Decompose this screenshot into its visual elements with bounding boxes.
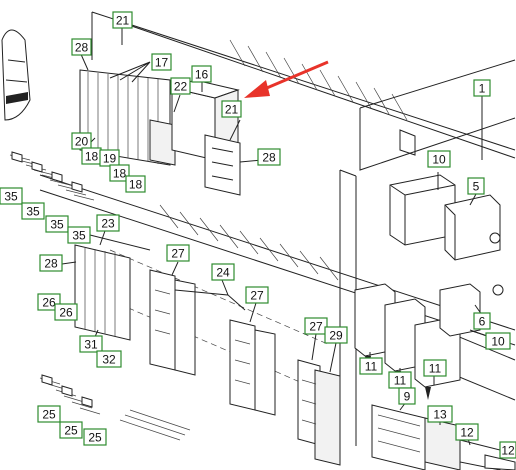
rail-slots-top [229,39,408,121]
callout-25-c: 25 [83,428,107,446]
modules-bottom-right [371,404,516,470]
svg-text:18: 18 [113,167,127,181]
fuse-block-lower [74,244,131,341]
callout-27-b: 27 [245,286,269,304]
terminal-spades-25 [39,374,191,441]
svg-text:18: 18 [85,150,99,164]
callout-18-a: 18 [81,147,102,165]
svg-text:21: 21 [116,14,130,28]
callout-21-top: 21 [112,11,133,29]
callout-29: 29 [324,326,348,344]
callout-1: 1 [473,79,491,97]
callout-17: 17 [151,53,172,71]
callout-35-b: 35 [21,202,45,220]
relays-right [354,174,504,400]
callout-23: 23 [96,214,120,232]
callout-12: 12 [455,423,479,441]
svg-text:11: 11 [365,360,378,374]
rail-slots-middle [159,204,339,281]
callout-11-a: 11 [359,357,383,375]
svg-text:6: 6 [479,315,486,329]
svg-text:28: 28 [262,151,276,165]
svg-text:31: 31 [84,338,98,352]
svg-text:5: 5 [473,180,480,194]
callout-19: 19 [99,149,120,167]
svg-text:18: 18 [129,178,143,192]
svg-text:24: 24 [216,266,230,280]
svg-text:27: 27 [250,289,264,303]
callout-32: 32 [96,350,122,368]
callout-35-c: 35 [45,215,69,233]
callout-25-b: 25 [59,421,83,439]
svg-text:27: 27 [171,247,185,261]
svg-text:10: 10 [432,153,446,167]
callout-13: 13 [427,405,453,423]
callout-27-c: 27 [304,317,328,335]
svg-text:12: 12 [460,426,474,440]
callout-9: 9 [398,387,416,405]
callout-5: 5 [467,177,485,195]
svg-text:17: 17 [155,56,169,70]
svg-text:26: 26 [59,306,73,320]
svg-text:11: 11 [394,374,407,388]
svg-text:26: 26 [42,296,56,310]
svg-text:22: 22 [174,80,188,94]
svg-text:21: 21 [225,103,239,117]
svg-text:25: 25 [64,424,78,438]
callout-35-d: 35 [67,226,91,244]
svg-text:12: 12 [501,444,515,458]
svg-text:10: 10 [491,335,505,349]
svg-text:20: 20 [75,135,89,149]
svg-text:29: 29 [329,329,343,343]
callout-28-mid: 28 [257,148,281,166]
callout-12-edge: 12 [499,441,516,459]
callout-18-b: 18 [109,164,130,182]
svg-text:25: 25 [42,408,56,422]
callout-20: 20 [71,132,92,150]
callout-16: 16 [191,65,212,83]
callout-11-b: 11 [388,371,412,389]
svg-text:16: 16 [195,68,209,82]
svg-text:35: 35 [72,229,86,243]
callout-35-a: 35 [0,187,23,205]
svg-text:35: 35 [4,190,18,204]
callout-26-b: 26 [54,303,78,321]
svg-text:35: 35 [26,205,40,219]
svg-text:25: 25 [88,431,102,445]
pointer-arrow [244,60,329,98]
fuse-block-top [79,69,176,166]
callout-6: 6 [473,312,491,330]
callout-10-top: 10 [427,150,451,168]
callout-28-left: 28 [39,254,63,272]
callout-18-c: 18 [125,175,146,193]
svg-text:9: 9 [404,390,411,404]
callout-labels: 21 28 17 16 22 21 1 20 18 19 18 18 28 10… [0,11,516,459]
callout-24: 24 [211,263,235,281]
callout-31: 31 [79,335,103,353]
svg-text:35: 35 [50,218,64,232]
callout-10-right: 10 [485,332,511,350]
callout-27-a: 27 [166,244,190,262]
callout-11-c: 11 [423,359,447,377]
callout-21-mid: 21 [221,100,242,118]
terminal-spades-35 [9,151,95,201]
svg-text:32: 32 [102,353,116,367]
svg-text:19: 19 [103,152,117,166]
housing-shell [1,29,31,121]
svg-text:23: 23 [101,217,115,231]
connector-28-part [204,134,241,196]
terminal-strips-27 [149,269,341,466]
svg-text:28: 28 [75,41,89,55]
svg-text:27: 27 [309,320,323,334]
callout-28-topleft: 28 [71,38,92,56]
svg-text:13: 13 [433,408,447,422]
callout-25-a: 25 [37,405,61,423]
svg-text:1: 1 [479,82,486,96]
svg-text:28: 28 [44,257,58,271]
callout-22: 22 [170,77,191,95]
svg-text:11: 11 [429,362,442,376]
